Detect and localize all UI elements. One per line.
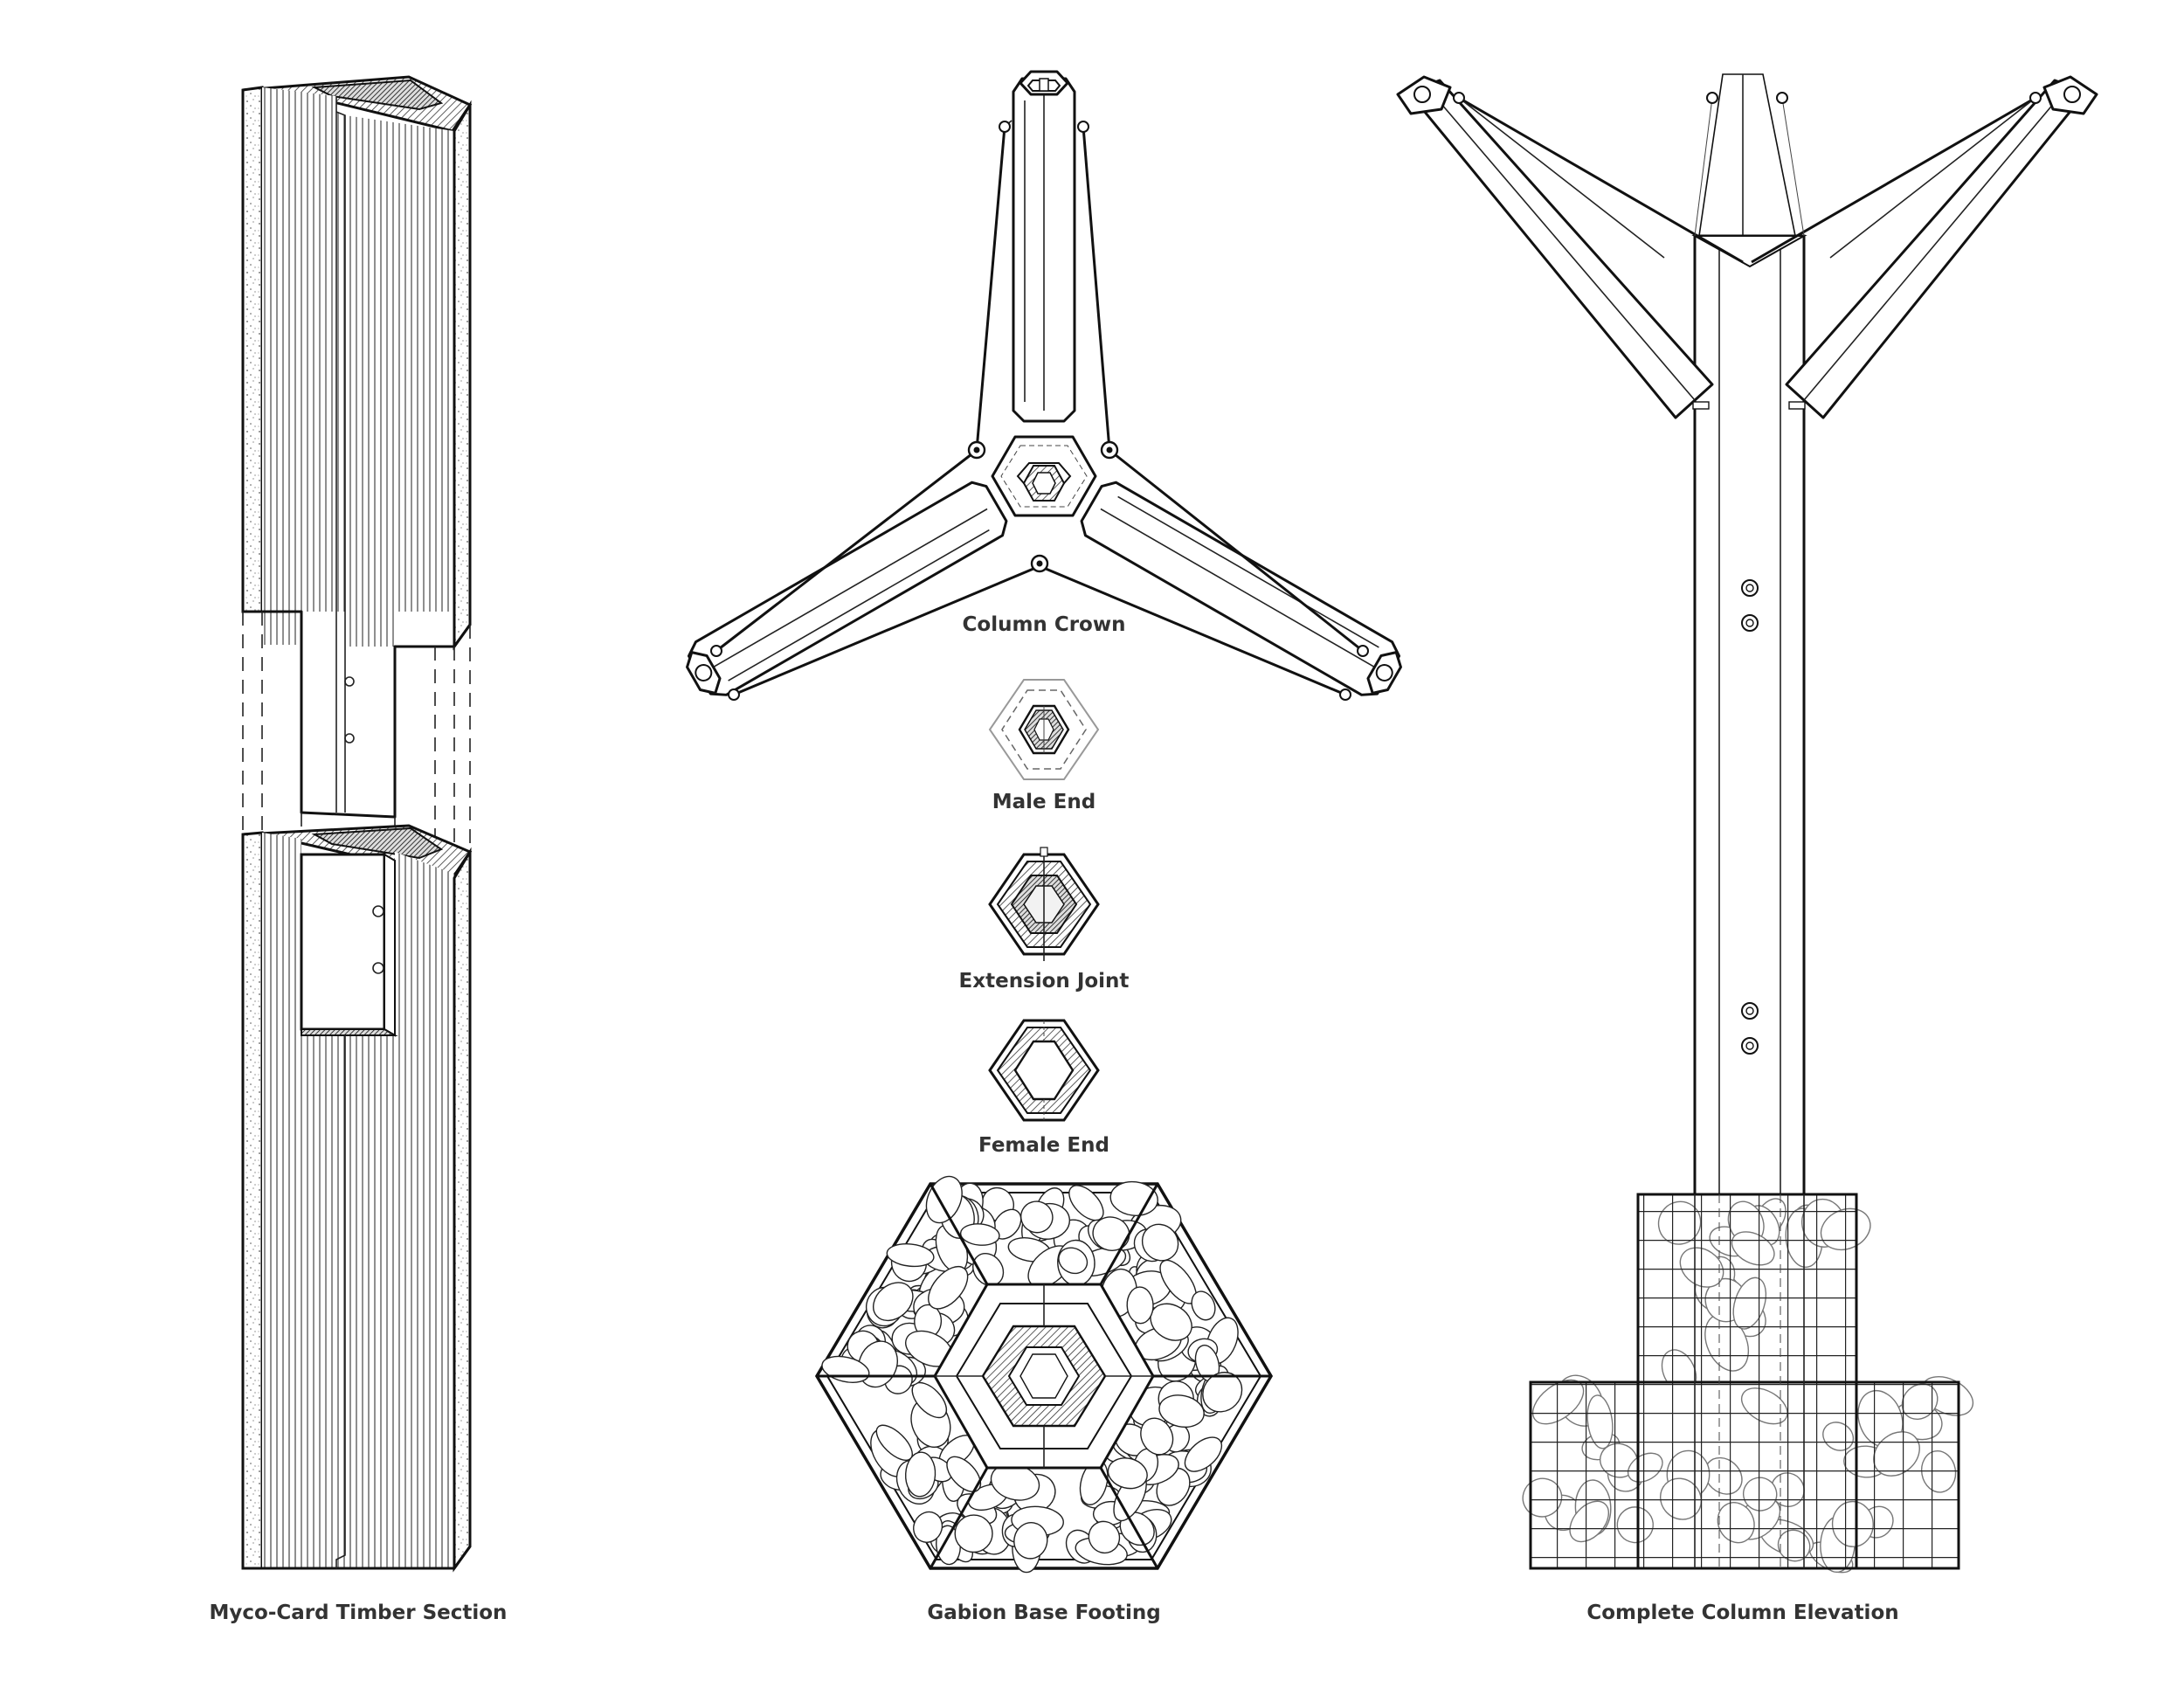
elevation-bolts: [1741, 579, 1759, 1055]
timber-alignment-dashes: [242, 612, 471, 856]
gabion-stone: [913, 1511, 943, 1543]
timber-lower-grain: [262, 833, 395, 1568]
label-column-crown: Column Crown: [963, 613, 1126, 636]
gabion-stone: [1107, 1457, 1148, 1490]
elevation-branch-left: [1396, 75, 1714, 419]
label-female-end: Female End: [978, 1134, 1109, 1157]
timber-lower-bark-right: [453, 847, 472, 1573]
gabion-stone: [1092, 1216, 1130, 1251]
label-male-end: Male End: [992, 791, 1095, 813]
crown-arm-right: [1080, 481, 1402, 696]
gabion-base-footing: [814, 1175, 1274, 1574]
gabion-stone: [954, 1514, 993, 1553]
female-end-detail: [988, 1019, 1100, 1122]
timber-socket-opening: [300, 853, 386, 1031]
gabion-stone: [1088, 1520, 1121, 1554]
gabion-stone: [1058, 1247, 1089, 1275]
male-end-detail: [988, 679, 1100, 780]
gabion-stone: [1013, 1522, 1048, 1560]
gabion-stone: [925, 1175, 963, 1224]
gabion-stone: [873, 1282, 914, 1322]
gabion-stone: [972, 1253, 1005, 1286]
timber-bolt-hole: [344, 733, 355, 744]
gabion-stone: [1126, 1286, 1154, 1325]
column-elevation-drawing: [1396, 73, 2098, 1574]
column-crown-drawing: Column Crown: [686, 70, 1402, 701]
label-gabion-base: Gabion Base Footing: [927, 1602, 1160, 1624]
elevation-shaft: [1693, 234, 1806, 1225]
gabion-stone: [959, 1223, 1000, 1246]
crown-arm-top: [1012, 70, 1076, 423]
gabion-stone: [1191, 1290, 1216, 1321]
gabion-stone: [1020, 1200, 1054, 1234]
label-column-elevation: Complete Column Elevation: [1586, 1602, 1898, 1624]
crown-tension-cables: [710, 120, 1369, 701]
elevation-branch-right: [1785, 75, 2098, 419]
timber-upper-bark-left: [241, 86, 264, 613]
gabion-stone: [1158, 1394, 1205, 1429]
timber-lower-bark-left: [241, 831, 264, 1570]
gabion-stone: [904, 1451, 936, 1498]
gabion-stone: [1184, 1436, 1223, 1472]
label-timber-section: Myco-Card Timber Section: [210, 1602, 508, 1624]
gabion-stone: [1068, 1185, 1104, 1221]
gabion-stone: [886, 1243, 935, 1268]
timber-bolt-hole: [344, 676, 355, 687]
timber-upper-bark-right: [453, 100, 472, 651]
gabion-stones: [821, 1175, 1243, 1574]
crown-arm-left: [686, 481, 1008, 696]
gabion-stone: [1140, 1417, 1174, 1456]
elevation-cables: [1453, 92, 2042, 264]
elevation-gabion-lower: [1522, 1374, 1974, 1574]
timber-lower-piece: [241, 824, 473, 1573]
gabion-stone: [946, 1456, 982, 1492]
timber-upper-piece: [241, 75, 473, 819]
gabion-stone: [928, 1266, 969, 1310]
timber-section-drawing: Myco-Card Timber Section: [210, 75, 508, 1624]
label-extension-joint: Extension Joint: [959, 970, 1130, 993]
elevation-gabion-upper: [1636, 1193, 1871, 1394]
timber-upper-grain: [262, 87, 345, 645]
extension-joint-detail: [988, 847, 1100, 961]
gabion-stone: [1141, 1223, 1179, 1262]
